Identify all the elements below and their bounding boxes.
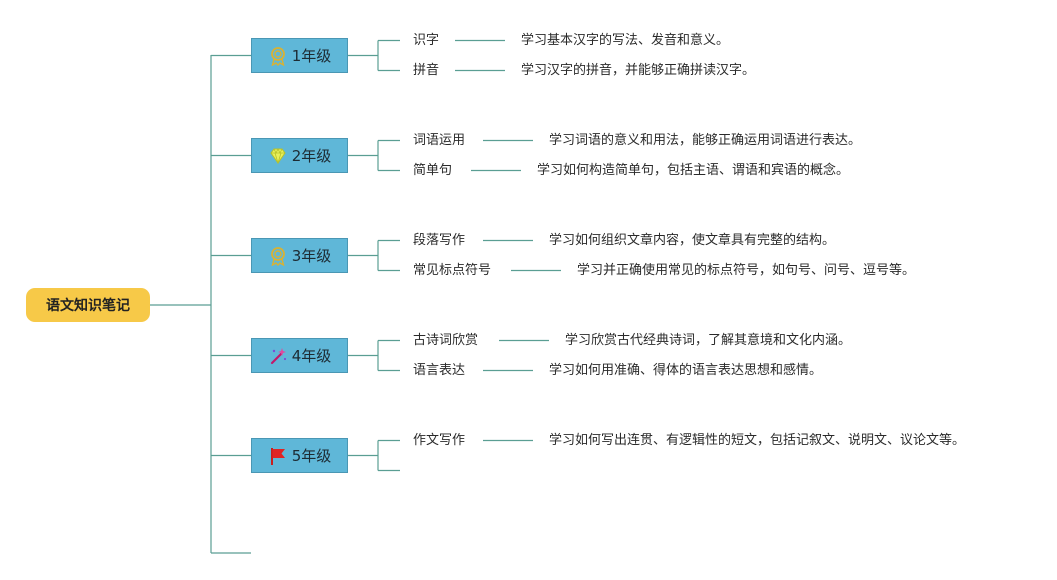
grade-node-label: 2年级 (291, 147, 332, 165)
grade-node-label: 1年级 (291, 47, 332, 65)
grade-node[interactable]: 1年级 (251, 38, 348, 73)
topic-title[interactable]: 段落写作 (413, 232, 466, 248)
topic-description[interactable]: 学习欣赏古代经典诗词，了解其意境和文化内涵。 (565, 332, 852, 348)
topic-title[interactable]: 识字 (413, 32, 440, 48)
root-node[interactable]: 语文知识笔记 (26, 288, 150, 322)
topic-title[interactable]: 常见标点符号 (413, 262, 492, 278)
grade-node-label: 5年级 (291, 447, 332, 465)
topic-description[interactable]: 学习如何构造简单句，包括主语、谓语和宾语的概念。 (537, 162, 850, 178)
topic-title[interactable]: 拼音 (413, 62, 440, 78)
red-flag-icon (268, 446, 288, 466)
topic-description[interactable]: 学习如何用准确、得体的语言表达思想和感情。 (549, 362, 823, 378)
topic-description[interactable]: 学习汉字的拼音，并能够正确拼读汉字。 (521, 62, 756, 78)
topic-title[interactable]: 简单句 (413, 162, 453, 178)
topic-title[interactable]: 作文写作 (413, 432, 466, 448)
topic-description[interactable]: 学习并正确使用常见的标点符号，如句号、问号、逗号等。 (577, 262, 916, 278)
root-node-label: 语文知识笔记 (46, 298, 130, 314)
topic-description[interactable]: 学习如何组织文章内容，使文章具有完整的结构。 (549, 232, 836, 248)
topic-title[interactable]: 词语运用 (413, 132, 466, 148)
grade-node-label: 3年级 (291, 247, 332, 265)
topic-description[interactable]: 学习基本汉字的写法、发音和意义。 (521, 32, 730, 48)
diamond-icon (268, 146, 288, 166)
topic-description[interactable]: 学习如何写出连贯、有逻辑性的短文，包括记叙文、说明文、议论文等。 (549, 432, 966, 448)
grade-node[interactable]: 2年级 (251, 138, 348, 173)
topic-title[interactable]: 语言表达 (413, 362, 466, 378)
magic-wand-icon (268, 346, 288, 366)
award-medal-icon (268, 46, 288, 66)
topic-title[interactable]: 古诗词欣赏 (413, 332, 479, 348)
award-medal-icon (268, 246, 288, 266)
topic-description[interactable]: 学习词语的意义和用法，能够正确运用词语进行表达。 (549, 132, 862, 148)
grade-node-label: 4年级 (291, 347, 332, 365)
grade-node[interactable]: 4年级 (251, 338, 348, 373)
grade-node[interactable]: 3年级 (251, 238, 348, 273)
grade-node[interactable]: 5年级 (251, 438, 348, 473)
